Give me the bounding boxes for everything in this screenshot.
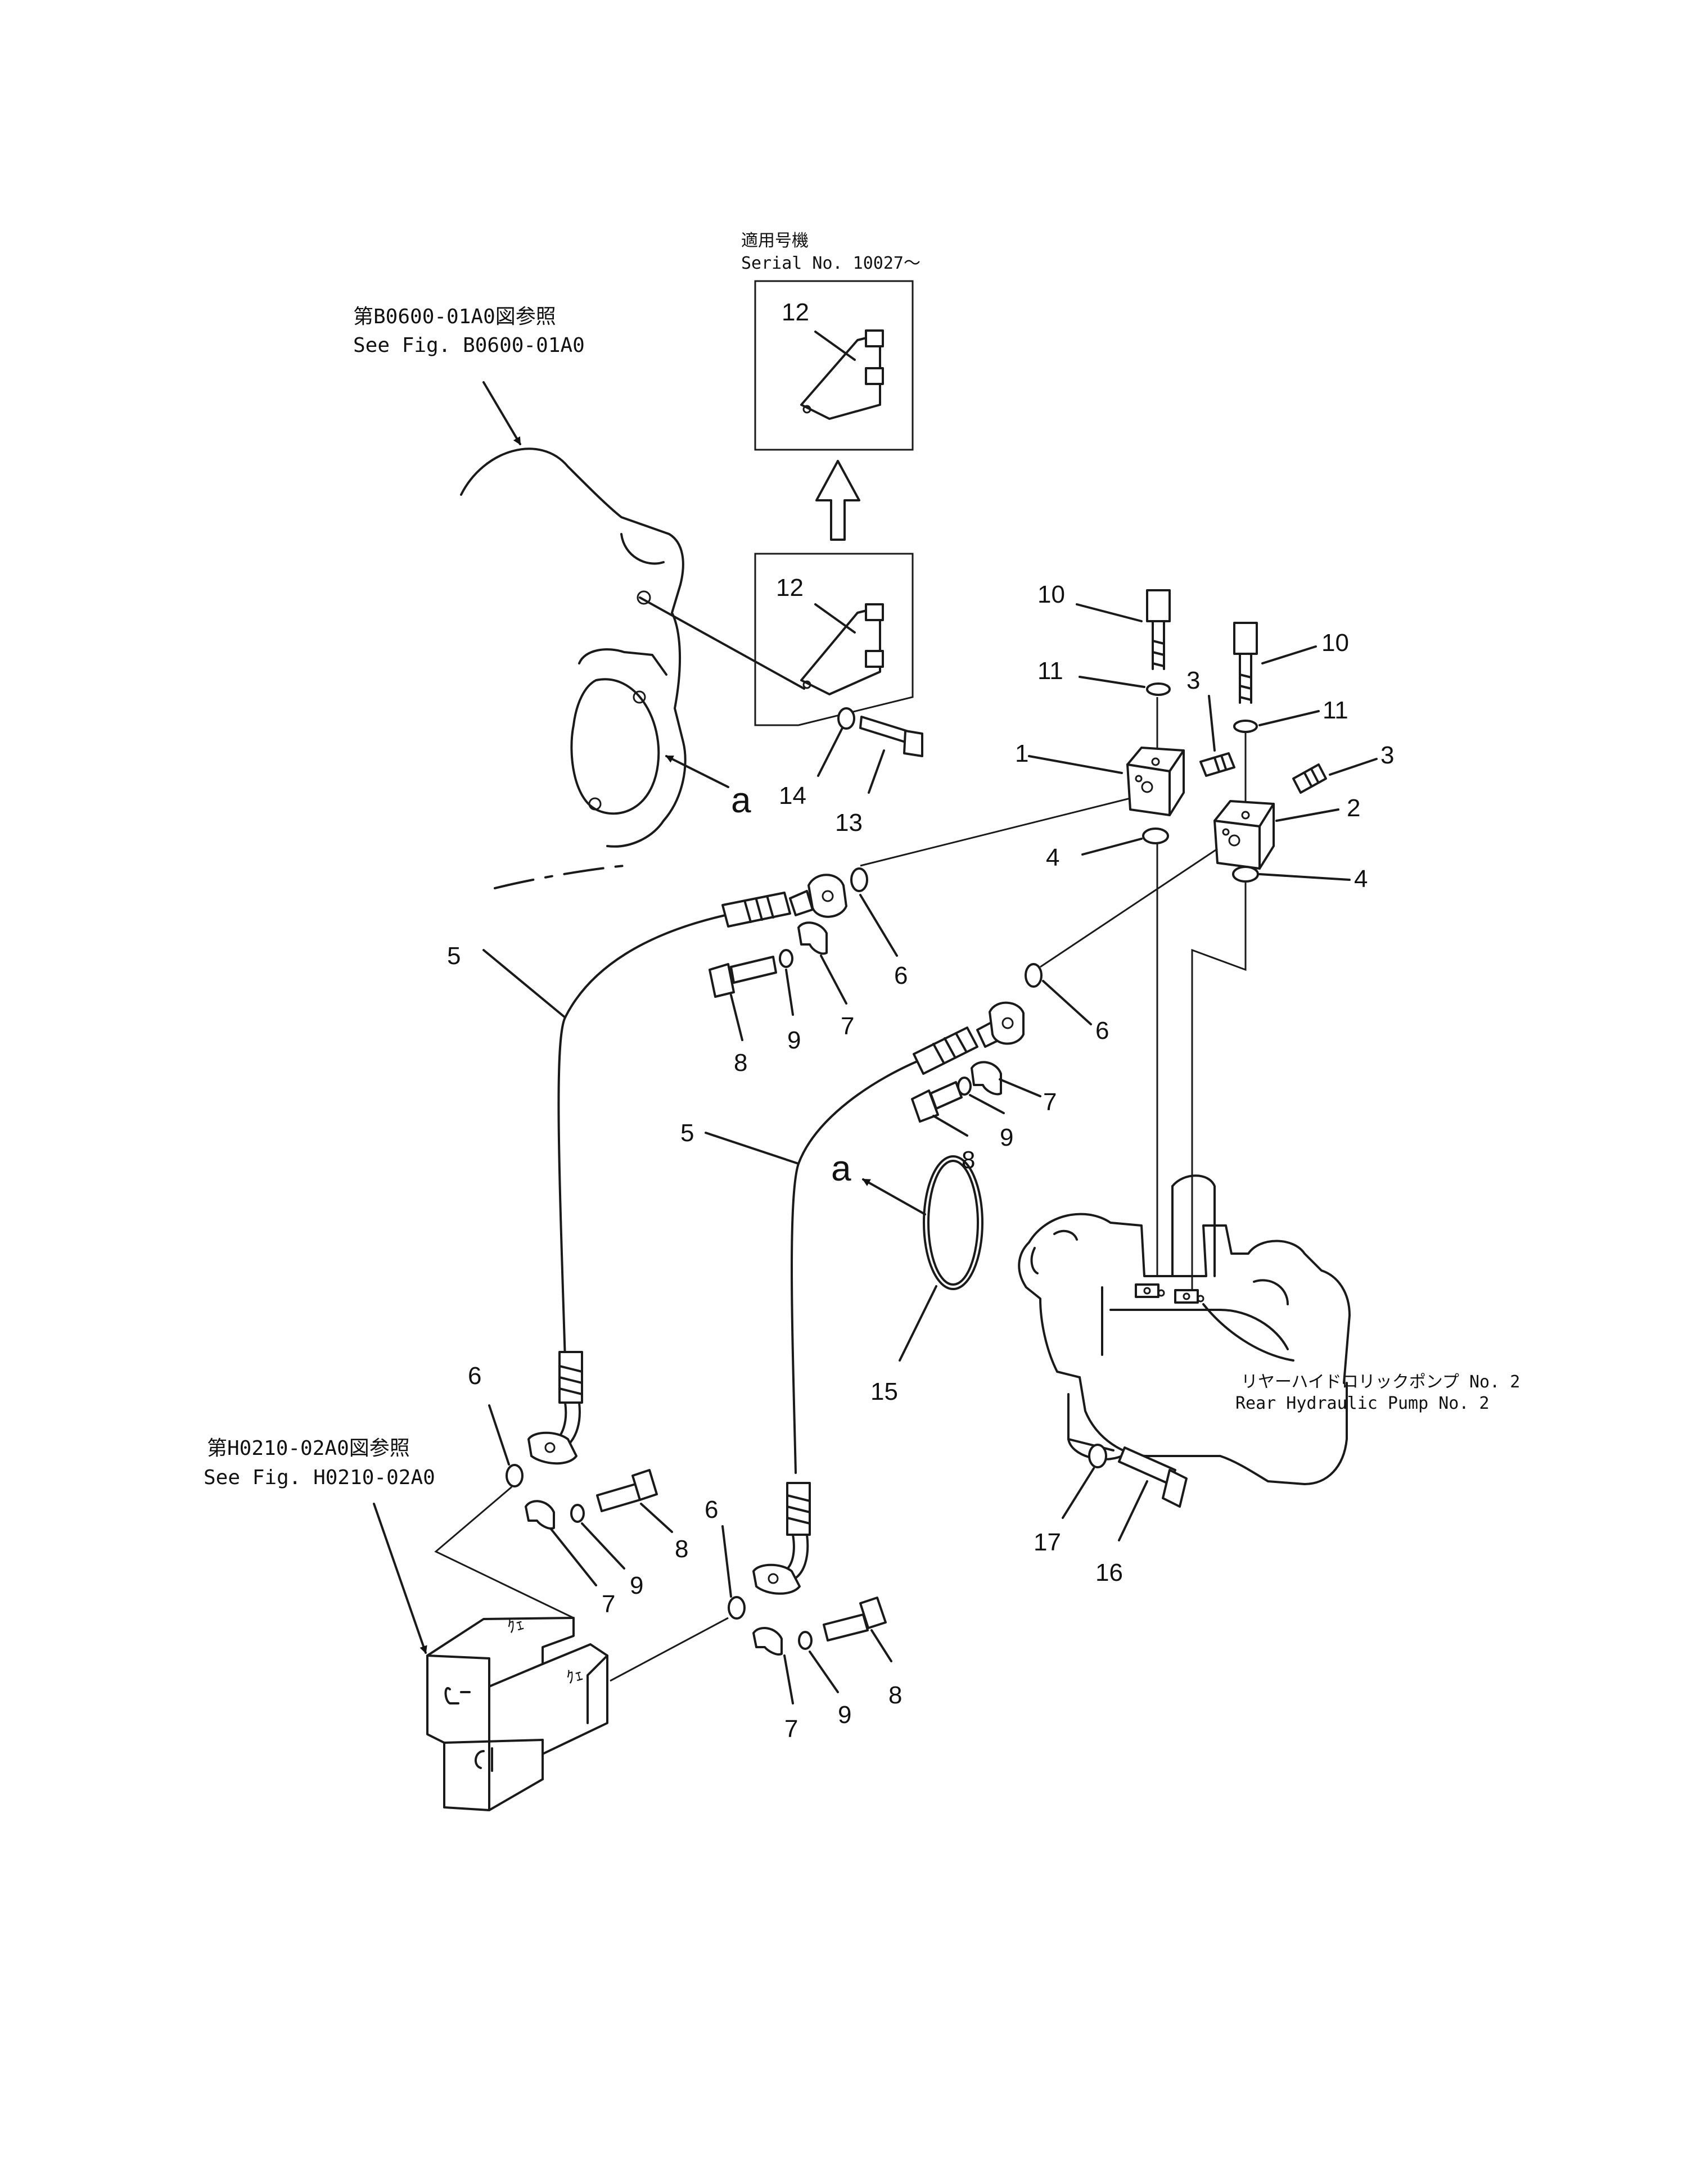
washer-17: 17 [1034,1444,1107,1556]
bolt-8-right: 8 [823,1597,902,1709]
oring-4-right: 4 [1232,865,1368,893]
flywheel-housing [460,447,805,889]
center-lines [860,697,1247,1290]
view-letter: a [831,1148,851,1188]
washer-11-right: 11 [1233,697,1348,733]
washer-11-left: 11 [1037,657,1171,696]
bracket-current-box: 12 [754,553,914,726]
fitting-3-right: 3 [1292,741,1394,794]
washer-9-upper: 9 [779,949,801,1054]
pump-label: リヤーハイドロリックポンプ No. 2 Rear Hydraulic Pump … [1235,1372,1520,1413]
reference-arrow [373,1503,427,1654]
reference-note-engine: 第B0600-01A0図参照 See Fig. B0600-01A0 [353,305,585,445]
reference-arrow [482,381,521,445]
fitting-3-left: 3 [1186,667,1235,777]
block-1: 1 [1015,740,1185,816]
bracket-detail-box: 12 [754,280,914,451]
reference-jp-text: 第H0210-02A0図参照 [207,1437,410,1460]
callout-5-upper: 5 [447,942,461,970]
callout-7-upper: 7 [841,1012,854,1040]
callout-10-right: 10 [1321,629,1349,657]
callout-17: 17 [1034,1529,1061,1556]
oring-15: 15 [870,1155,983,1405]
clamp-7-left: 7 [525,1500,615,1618]
callout-11-right: 11 [1323,697,1348,724]
callout-8-right: 8 [888,1681,902,1709]
bolt-16: 16 [1095,1446,1188,1586]
callout-3-left: 3 [1186,667,1200,694]
upgrade-arrow [815,460,860,541]
oring-6-lower: 6 [1025,963,1109,1044]
control-valve-block: ｸｪ ｸｪ [426,1486,729,1811]
callout-6-left: 6 [468,1362,481,1390]
bolt-10-left: 10 [1037,581,1171,670]
view-a-oring: a [831,1148,926,1215]
pump-label-en-text: Rear Hydraulic Pump No. 2 [1235,1394,1490,1413]
clamp-7-right: 7 [752,1627,798,1743]
callout-14: 14 [779,782,806,810]
hose-5-upper: 5 [447,874,847,1362]
callout-6-right: 6 [705,1496,718,1523]
washer-9-left: 9 [570,1504,643,1599]
callout-6-upper: 6 [894,962,908,989]
callout-7-right: 7 [784,1715,798,1743]
callout-10-left: 10 [1037,581,1065,608]
rear-hydraulic-pump [1018,1174,1351,1485]
reference-en-text: See Fig. H0210-02A0 [204,1466,435,1489]
callout-11-left: 11 [1037,657,1063,685]
callout-4-left: 4 [1046,844,1059,871]
bracket-leader [639,596,805,690]
callout-8-left: 8 [675,1535,688,1563]
callout-8-upper: 8 [734,1049,747,1077]
bolt-10-right: 10 [1233,622,1349,704]
callout-4-right: 4 [1354,865,1368,893]
callout-9-lower: 9 [1000,1124,1013,1151]
callout-7-left: 7 [602,1590,615,1618]
oring-6-upper: 6 [850,867,908,989]
view-a-engine: a [665,755,751,820]
serial-note: 適用号機 Serial No. 10027～ [741,231,921,273]
callout-2: 2 [1347,794,1360,822]
view-letter: a [731,780,751,820]
callout-9-upper: 9 [787,1027,801,1054]
callout-12-top: 12 [782,299,809,326]
bolt-8-left: 8 [596,1469,688,1563]
oring-6-right: 6 [705,1496,746,1620]
callout-9-left: 9 [630,1572,643,1599]
oring-4-left: 4 [1046,828,1169,871]
reference-en-text: See Fig. B0600-01A0 [353,334,585,357]
washer-9-lower: 9 [957,1077,1013,1151]
pump-label-jp-text: リヤーハイドロリックポンプ No. 2 [1241,1372,1520,1392]
washer-14: 14 [779,707,855,810]
bolt-8-upper: 8 [709,956,777,1077]
callout-7-lower: 7 [1043,1088,1057,1116]
serial-en-text: Serial No. 10027～ [741,254,921,273]
block-2: 2 [1213,794,1360,870]
clamp-7-lower: 7 [971,1061,1057,1116]
reference-note-valve: 第H0210-02A0図参照 See Fig. H0210-02A0 [204,1437,435,1654]
callout-5-lower: 5 [680,1119,694,1147]
callout-13: 13 [835,809,863,836]
hose-end-right [752,1482,811,1595]
hose-end-left [527,1351,583,1465]
reference-jp-text: 第B0600-01A0図参照 [353,305,556,328]
callout-9-right: 9 [838,1701,851,1729]
oring-6-left: 6 [468,1362,524,1487]
callout-16: 16 [1095,1559,1123,1586]
callout-6-lower: 6 [1095,1017,1109,1044]
bolt-13: 13 [835,716,923,836]
clamp-7-upper: 7 [797,921,854,1040]
callout-3-right: 3 [1380,741,1394,769]
serial-jp-text: 適用号機 [741,231,809,251]
callout-15: 15 [870,1378,898,1405]
washer-9-right: 9 [798,1631,851,1729]
bolt-8-lower: 8 [911,1081,975,1174]
callout-12: 12 [776,574,804,602]
hose-5-lower: 5 [680,1001,1025,1474]
callout-1: 1 [1015,740,1028,767]
